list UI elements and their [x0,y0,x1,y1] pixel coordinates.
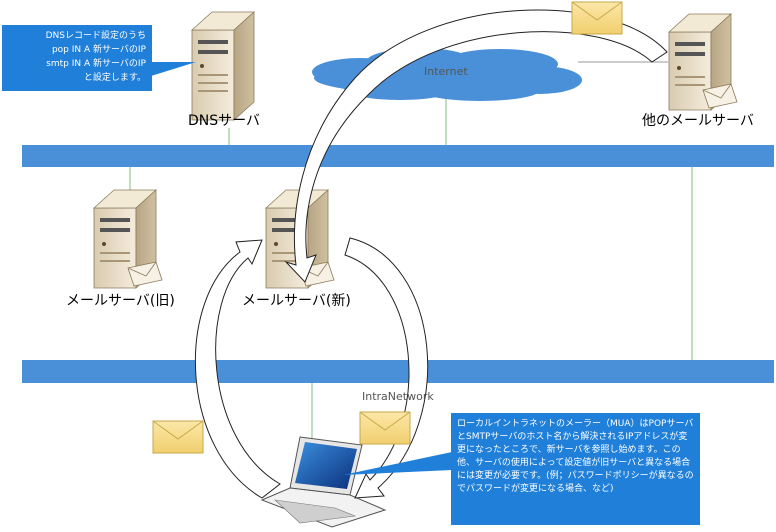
dns-callout-line-2: pop IN A 新サーバのIP [51,45,146,55]
dns-record-callout: DNSレコード設定のうち pop IN A 新サーバのIP smtp IN A … [2,25,152,91]
envelope-icon-intranet-right [359,411,411,445]
internet-cloud [312,48,582,101]
internet-mail-flow-arrow [284,9,668,283]
dns-server-icon [190,11,256,121]
internet-segment-bar [22,145,774,167]
connector-lines [129,98,693,440]
laptop-to-server-arrow [194,239,281,499]
mua-callout-pointer [343,452,452,475]
envelope-icon-internet [571,1,623,35]
dns-callout-line-1: DNSレコード設定のうち [45,31,146,41]
intranet-label: IntraNetwork [362,390,434,403]
dns-callout-line-4: と設定します。 [83,73,146,83]
dns-callout-line-3: smtp IN A 新サーバのIP [46,59,146,69]
internet-label: Internet [424,65,468,78]
mua-note-callout: ローカルイントラネットのメーラー（MUA）はPOPサーバとSMTPサーバのホスト… [451,413,700,525]
dns-server-label: DNSサーバ [188,113,260,129]
new-mail-server-label: メールサーバ(新) [242,293,351,309]
dns-callout-pointer [151,62,196,76]
intranet-segment-bar [22,360,774,383]
envelope-icon-intranet-left [152,420,204,454]
other-mail-server-icon [667,13,738,111]
other-mail-server-label: 他のメールサーバ [642,113,754,129]
old-mail-server-icon [92,189,163,289]
laptop-client-icon [260,436,387,528]
old-mail-server-label: メールサーバ(旧) [66,293,175,309]
